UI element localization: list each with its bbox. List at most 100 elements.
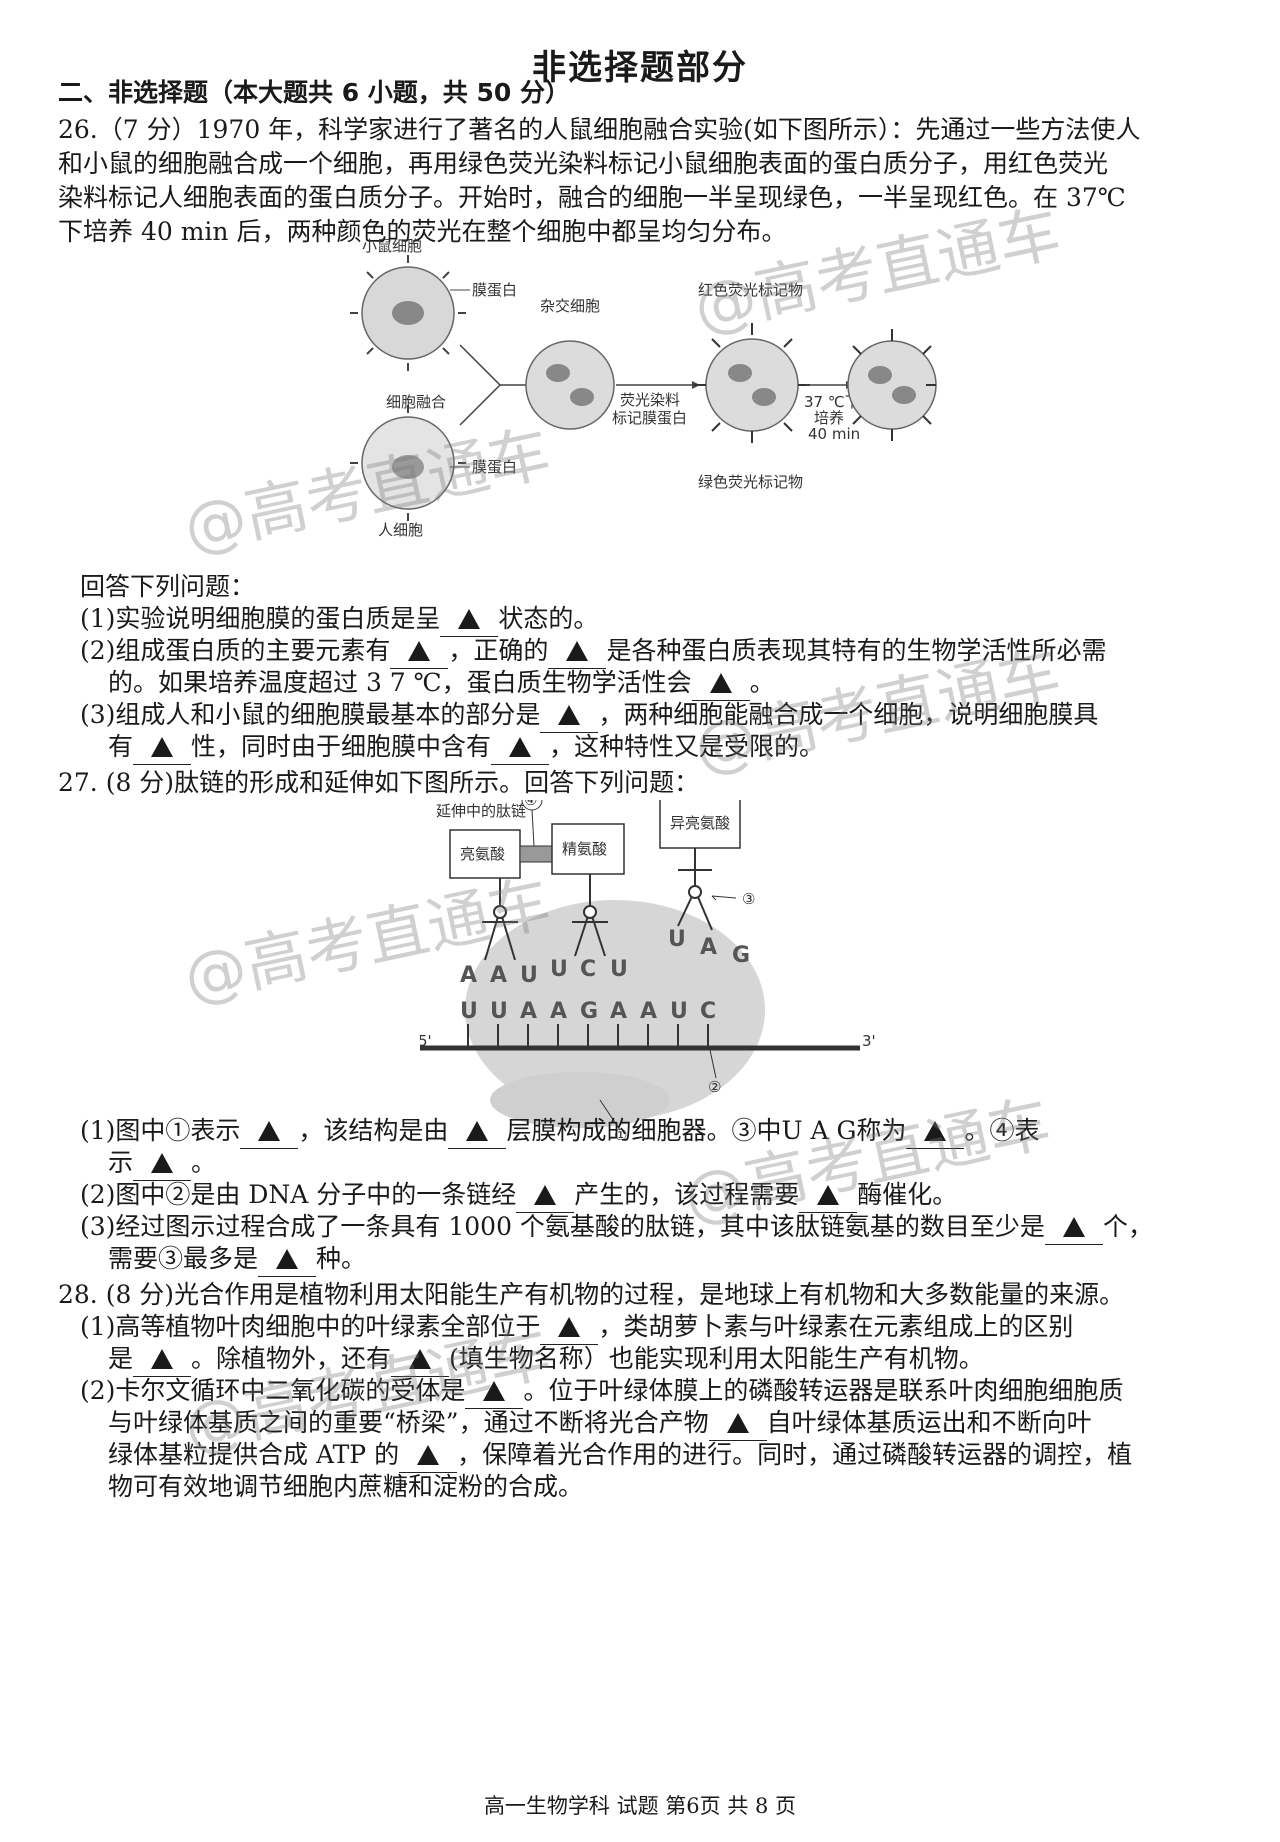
page-title: 非选择题部分 [532, 48, 748, 88]
q28-sub2: (2)卡尔文循环中二氧化碳的受体是。位于叶绿体膜上的磷酸转运器是联系叶肉细胞细胞… [80, 1374, 1123, 1409]
q26-sub2-cont: 的。如果培养温度超过 3 7 ℃，蛋白质生物学活性会。 [108, 666, 775, 701]
triangle-icon [558, 705, 581, 725]
answer-blank[interactable] [448, 1114, 507, 1149]
triangle-icon [276, 1249, 299, 1269]
q27-sub3: (3)经过图示过程合成了一条具有 1000 个氨基酸的肽链，其中该肽链氨基的数目… [80, 1210, 1153, 1245]
answer-blank[interactable] [399, 1438, 458, 1473]
ribosome-large-subunit [465, 900, 765, 1120]
callout-circle [521, 800, 543, 811]
label-fusion: 细胞融合 [386, 393, 446, 411]
answer-blank[interactable] [133, 1342, 192, 1377]
answer-blank[interactable] [548, 634, 607, 669]
anticodon-base: U [550, 957, 568, 982]
hybrid-cell [525, 340, 615, 430]
q26-prompt: 回答下列问题： [80, 572, 256, 601]
q27-sub1: (1)图中①表示，该结构是由层膜构成的细胞器。③中U A G称为。④表 [80, 1114, 1039, 1149]
triangle-icon [151, 1349, 174, 1369]
codon-base: U [670, 999, 688, 1024]
amino-acid-box [659, 800, 741, 849]
q28-sub2-cont-1: 与叶绿体基质之间的重要“桥梁”，通过不断将光合产物自叶绿体基质运出和不断向叶 [108, 1406, 1092, 1441]
q26-stem-line-2: 和小鼠的细胞融合成一个细胞，再用绿色荧光染料标记小鼠细胞表面的蛋白质分子，用红色… [58, 149, 1109, 178]
codon-base: G [580, 999, 598, 1024]
codon-base: U [490, 999, 508, 1024]
anticodon-base: A [490, 963, 507, 988]
q26-stem-line-1: 26.（7 分）1970 年，科学家进行了著名的人鼠细胞融合实验(如下图所示）：… [58, 115, 1141, 144]
answer-blank[interactable] [258, 1242, 317, 1277]
codon-base: U [460, 999, 478, 1024]
answer-blank[interactable] [440, 602, 499, 637]
triangle-icon [483, 1381, 506, 1401]
answer-blank[interactable] [133, 730, 192, 765]
peptide-bond [519, 845, 553, 863]
callout-4: ④ [524, 800, 537, 809]
section-heading: 二、非选择题（本大题共 6 小题，共 50 分） [58, 78, 571, 107]
label-stain-2: 标记膜蛋白 [612, 409, 687, 427]
callout-2: ② [708, 1078, 721, 1096]
answer-blank[interactable] [1044, 1210, 1103, 1245]
label-culture-2: 培养 [814, 409, 844, 427]
answer-blank[interactable] [133, 1146, 192, 1181]
triangle-icon [466, 1121, 489, 1141]
answer-blank[interactable] [240, 1114, 299, 1149]
codon-base: A [640, 999, 657, 1024]
label-red-marker: 红色荧光标记物 [698, 281, 803, 299]
triangle-icon [534, 1185, 557, 1205]
final-cell [847, 329, 937, 441]
answer-blank[interactable] [390, 634, 449, 669]
triangle-icon [408, 641, 431, 661]
answer-blank[interactable] [906, 1114, 965, 1149]
answer-blank[interactable] [465, 1374, 524, 1409]
answer-blank[interactable] [540, 698, 599, 733]
q26-sub1: (1)实验说明细胞膜的蛋白质是呈状态的。 [80, 602, 598, 637]
label-extending-chain: 延伸中的肽链 [436, 802, 526, 820]
q28-sub2-cont-3: 物可有效地调节细胞内蔗糖和淀粉的合成。 [108, 1472, 584, 1501]
triangle-icon [558, 1317, 581, 1337]
answer-blank[interactable] [691, 666, 750, 701]
answer-blank[interactable] [391, 1342, 450, 1377]
q28-sub1: (1)高等植物叶肉细胞中的叶绿素全部位于，类胡萝卜素与叶绿素在元素组成上的区别 [80, 1310, 1073, 1345]
anticodon-base: C [580, 957, 596, 982]
anticodon-base: G [732, 943, 750, 968]
triangle-icon [1062, 1217, 1085, 1237]
q26-stem-line-4: 下培养 40 min 后，两种颜色的荧光在整个细胞中都呈均匀分布。 [58, 217, 787, 246]
page-footer: 高一生物学科 试题 第6页 共 8 页 [483, 1794, 797, 1818]
label-stain-1: 荧光染料 [620, 391, 680, 409]
answer-blank[interactable] [799, 1178, 858, 1213]
q27-sub3-cont: 需要③最多是种。 [108, 1242, 366, 1277]
triangle-icon [409, 1349, 432, 1369]
answer-blank[interactable] [491, 730, 550, 765]
label-aa1: 亮氨酸 [460, 845, 505, 863]
human-cell [350, 405, 466, 521]
label-membrane-protein-bottom: 膜蛋白 [472, 458, 517, 476]
triangle-icon [566, 641, 589, 661]
triangle-icon [151, 737, 174, 757]
q26-sub3-cont: 有性，同时由于细胞膜中含有，这种特性又是受限的。 [108, 730, 824, 765]
q28-sub1-cont: 是。除植物外，还有(填生物名称）也能实现利用太阳能生产有机物。 [108, 1342, 984, 1377]
mouse-cell [350, 255, 466, 371]
q27-sub1-cont: 示。 [108, 1146, 216, 1181]
answer-blank[interactable] [516, 1178, 575, 1213]
anticodon-base: U [668, 927, 686, 952]
triangle-icon [509, 737, 532, 757]
answer-blank[interactable] [540, 1310, 599, 1345]
cell-fusion-figure: 小鼠细胞 膜蛋白 膜蛋白 人细胞 细胞融合 杂交细胞 荧光染料 [350, 237, 937, 539]
q28-sub2-cont-2: 绿体基粒提供合成 ATP 的，保障着光合作用的进行。同时，通过磷酸转运器的调控，… [108, 1438, 1132, 1473]
triangle-icon [151, 1153, 174, 1173]
triangle-icon [817, 1185, 840, 1205]
q27-sub2: (2)图中②是由 DNA 分子中的一条链经产生的，该过程需要酶催化。 [80, 1178, 957, 1213]
codon-base: A [610, 999, 627, 1024]
answer-blank[interactable] [708, 1406, 767, 1441]
callout-1: ① [614, 1126, 627, 1140]
triangle-icon [458, 609, 481, 629]
label-5prime: 5' [420, 1032, 432, 1050]
label-aa2: 精氨酸 [562, 840, 607, 858]
anticodon-base: U [520, 963, 538, 988]
triangle-icon [726, 1413, 749, 1433]
label-3prime: 3' [862, 1032, 876, 1050]
label-hybrid-cell: 杂交细胞 [540, 297, 600, 315]
codon-base: C [700, 999, 716, 1024]
amino-acid-box [551, 823, 625, 875]
triangle-icon [924, 1121, 947, 1141]
q26-sub3: (3)组成人和小鼠的细胞膜最基本的部分是，两种细胞能融合成一个细胞，说明细胞膜具 [80, 698, 1098, 733]
stained-cell [694, 323, 810, 443]
